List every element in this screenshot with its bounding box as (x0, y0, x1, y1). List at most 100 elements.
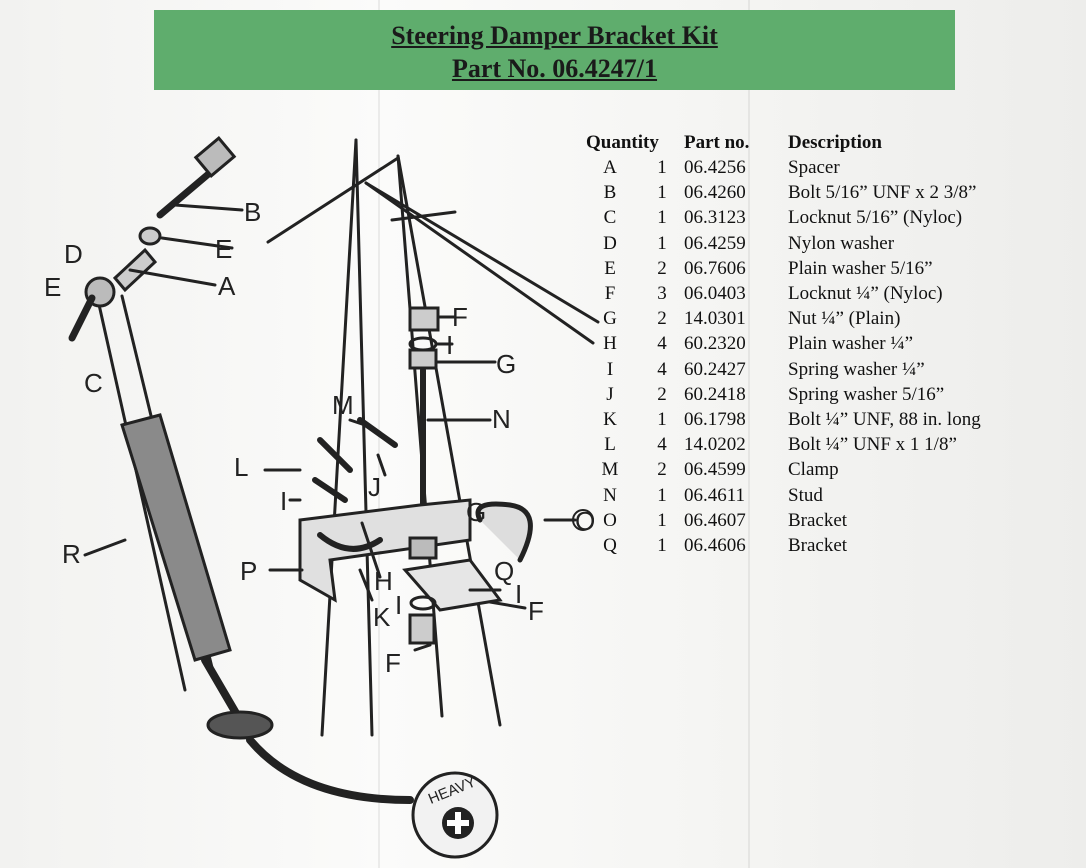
row-qty: 4 (657, 434, 667, 456)
row-description: Nylon washer (788, 232, 895, 254)
row-qty: 2 (657, 383, 667, 405)
label-C: C (84, 368, 103, 398)
row-qty: 4 (657, 333, 667, 355)
label-D: D (64, 239, 83, 269)
label-L: L (234, 452, 248, 482)
row-part-no: 06.4599 (684, 459, 746, 481)
table-row: C 1 06.3123 Locknut 5/16” (Nyloc) (580, 205, 981, 230)
row-part-no: 06.4260 (684, 182, 746, 204)
label-A: A (218, 271, 236, 301)
row-part-no: 06.4256 (684, 157, 746, 179)
row-letter: O (603, 509, 617, 531)
label-G: G (466, 497, 486, 527)
label-P: P (240, 556, 257, 586)
row-description: Spring washer 5/16” (788, 383, 945, 405)
table-row: B 1 06.4260 Bolt 5/16” UNF x 2 3/8” (580, 180, 981, 205)
table-row: A 1 06.4256 Spacer (580, 155, 981, 180)
table-row: Q 1 06.4606 Bracket (580, 533, 981, 558)
row-qty: 2 (657, 459, 667, 481)
row-description: Bolt ¼” UNF, 88 in. long (788, 408, 981, 430)
part-number-title: Part No. 06.4247/1 (451, 54, 658, 83)
row-qty: 1 (657, 182, 667, 204)
row-part-no: 14.0301 (684, 308, 746, 330)
row-qty: 1 (657, 484, 667, 506)
row-description: Bolt 5/16” UNF x 2 3/8” (788, 182, 977, 204)
heavy-badge-icon: HEAVY (411, 771, 499, 859)
row-part-no: 06.4607 (684, 509, 746, 531)
row-description: Locknut ¼” (Nyloc) (788, 283, 943, 305)
row-qty: 2 (657, 308, 667, 330)
row-letter: D (603, 232, 617, 254)
label-N: N (492, 404, 511, 434)
row-part-no: 06.4259 (684, 232, 746, 254)
label-F: F (528, 596, 544, 626)
row-qty: 1 (657, 534, 667, 556)
row-letter: A (603, 157, 617, 179)
row-part-no: 60.2320 (684, 333, 746, 355)
title-banner: Steering Damper Bracket Kit Part No. 06.… (154, 10, 955, 90)
row-qty: 2 (657, 257, 667, 279)
row-letter: I (606, 358, 614, 380)
row-part-no: 06.3123 (684, 207, 746, 229)
label-I: I (395, 590, 402, 620)
row-letter: E (604, 257, 616, 279)
row-description: Spacer (788, 157, 840, 179)
fold-line (748, 0, 750, 868)
row-description: Nut ¼” (Plain) (788, 308, 901, 330)
row-part-no: 06.7606 (684, 257, 746, 279)
label-F: F (452, 302, 468, 332)
header-part-no: Part no. (684, 132, 750, 153)
row-letter: K (603, 408, 617, 430)
label-J: J (368, 472, 381, 502)
header-quantity: Quantity (586, 132, 659, 153)
table-row: H 4 60.2320 Plain washer ¼” (580, 331, 981, 356)
label-Q: Q (494, 556, 514, 586)
row-description: Locknut 5/16” (Nyloc) (788, 207, 963, 229)
row-letter: L (604, 434, 616, 456)
row-letter: C (603, 207, 617, 229)
label-G: G (496, 349, 516, 379)
row-description: Bracket (788, 509, 848, 531)
row-description: Stud (788, 484, 823, 506)
row-letter: Q (603, 534, 617, 556)
row-letter: F (604, 283, 616, 305)
row-part-no: 06.1798 (684, 408, 746, 430)
row-part-no: 06.4611 (684, 484, 746, 506)
label-O: O (575, 506, 595, 536)
table-row: O 1 06.4607 Bracket (580, 508, 981, 533)
label-M: M (332, 390, 354, 420)
row-description: Clamp (788, 459, 839, 481)
row-letter: H (603, 333, 617, 355)
label-I: I (280, 486, 287, 516)
row-qty: 1 (657, 408, 667, 430)
label-I: I (515, 579, 522, 609)
row-description: Spring washer ¼” (788, 358, 925, 380)
row-part-no: 60.2418 (684, 383, 746, 405)
row-description: Bolt ¼” UNF x 1 1/8” (788, 434, 957, 456)
label-I: I (446, 330, 453, 360)
row-part-no: 60.2427 (684, 358, 746, 380)
label-F: F (385, 648, 401, 678)
label-E: E (44, 272, 61, 302)
row-letter: B (603, 182, 617, 204)
row-part-no: 06.4606 (684, 534, 746, 556)
label-H: H (374, 566, 393, 596)
header-description: Description (788, 132, 882, 153)
row-qty: 1 (657, 207, 667, 229)
row-description: Bracket (788, 534, 848, 556)
row-description: Plain washer ¼” (788, 333, 914, 355)
row-description: Plain washer 5/16” (788, 257, 933, 279)
row-qty: 1 (657, 509, 667, 531)
table-row: E 2 06.7606 Plain washer 5/16” (580, 256, 981, 281)
row-qty: 1 (657, 157, 667, 179)
